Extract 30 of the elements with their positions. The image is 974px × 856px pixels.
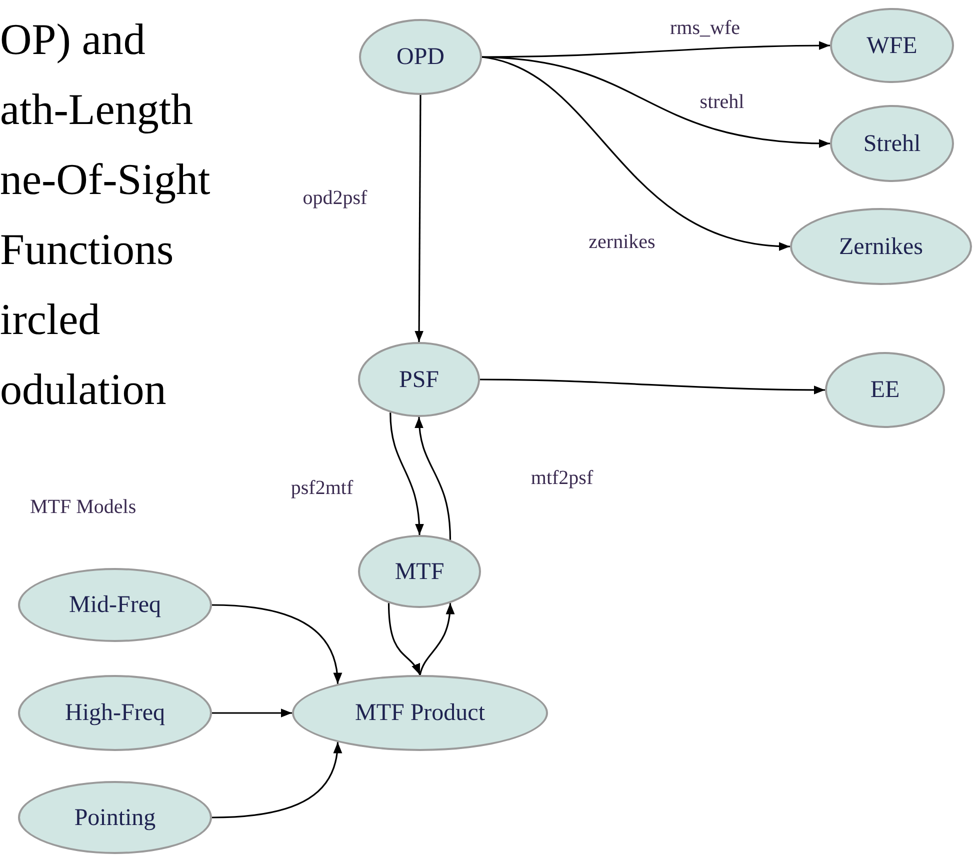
node-label: High-Freq [65,699,165,728]
text-label: OP) and [0,18,146,62]
arrow [212,742,342,818]
node-label: PSF [398,366,440,394]
node-label: Mid-Freq [69,591,161,620]
arrow [414,95,424,342]
arrow [482,41,830,58]
text-label: ath-Length [0,88,194,132]
text-label: odulation [0,368,166,412]
node-label: EE [870,376,900,405]
arrow [390,412,424,536]
arrow [480,378,825,394]
node-label: OPD [396,43,444,72]
arrow [388,603,421,676]
text-label: Functions [0,228,174,272]
arrow [415,416,452,540]
node-label: MTF [394,558,444,586]
node-label: Strehl [863,130,921,158]
node-label: MTF Product [354,699,485,728]
arrow [482,56,790,250]
text-label: ircled [0,298,100,342]
node-label: Zernikes [839,232,923,262]
arrow [212,604,342,684]
text-label: MTF Models [30,497,136,517]
arrow [482,56,830,148]
node-label: Pointing [74,804,156,832]
text-label: ne-Of-Sight [0,158,210,202]
node-label: WFE [866,32,918,60]
arrow [419,603,454,676]
arrow [212,708,292,718]
